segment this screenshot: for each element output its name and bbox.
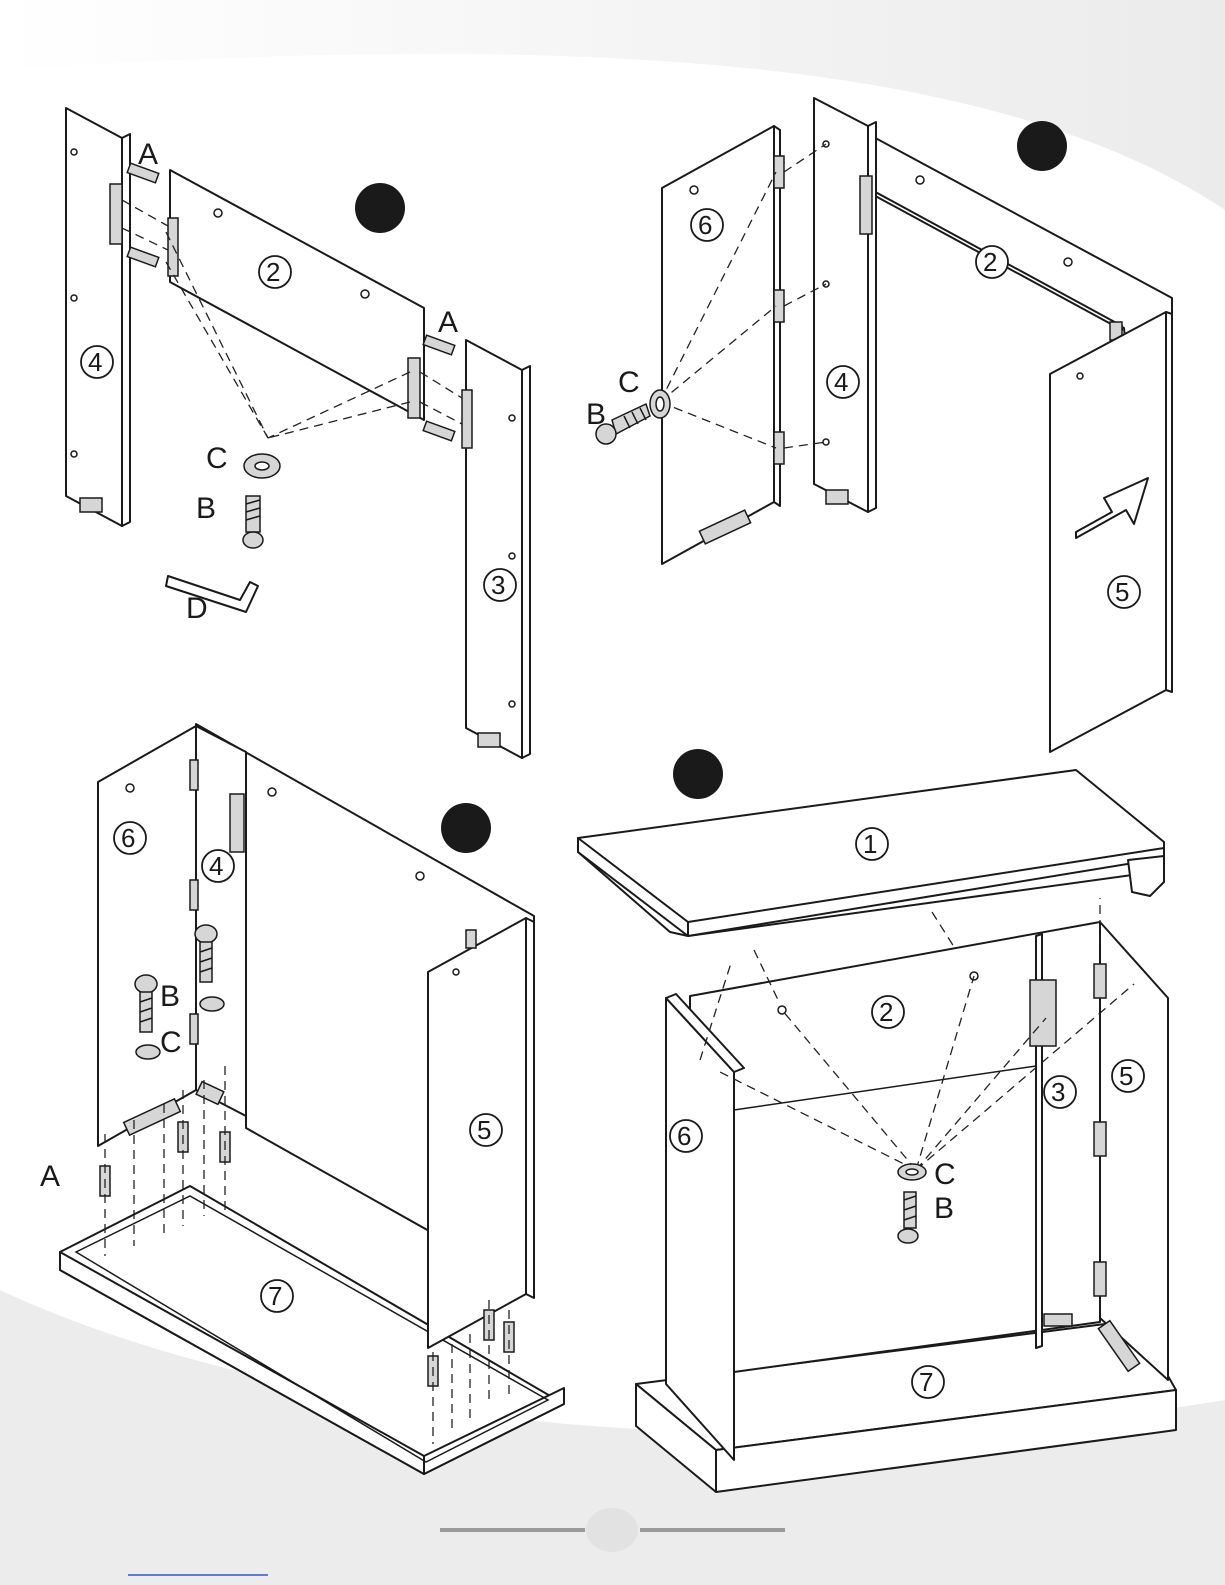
label-cam-bolt: A: [138, 138, 158, 171]
panel-5: [1100, 922, 1168, 1380]
panel-4-number: 4: [88, 347, 102, 377]
label-screw: B: [586, 398, 606, 431]
label-washer: C: [934, 1158, 956, 1191]
step-2: C B 6 4 2 5: [586, 98, 1172, 752]
washer-c: [200, 997, 224, 1011]
panel-4: [196, 726, 246, 1116]
panel-2-number: 2: [983, 247, 997, 277]
step-1-marker: [355, 183, 405, 233]
panel-2-number: 2: [266, 257, 280, 287]
step-2-marker: [1017, 121, 1067, 171]
label-allen-key: D: [186, 592, 208, 625]
label-washer: C: [206, 442, 228, 475]
label-washer: C: [618, 366, 640, 399]
panel-6-number: 6: [677, 1121, 691, 1151]
step-4-marker: [673, 749, 723, 799]
panel-6-number: 6: [121, 823, 135, 853]
label-cam-bolt: A: [438, 306, 458, 339]
screw-b: [243, 496, 263, 548]
step-4: C B 1 2 3 5 6 7: [578, 749, 1176, 1492]
panel-2-number: 2: [879, 997, 893, 1027]
panel-4-number: 4: [834, 367, 848, 397]
panel-6: [662, 126, 774, 564]
step-3-marker: [441, 803, 491, 853]
panel-3: [466, 340, 522, 758]
panel-4: [814, 98, 868, 512]
panel-3-number: 3: [1051, 1077, 1065, 1107]
step-1: A A C B D 2 4 3: [66, 108, 530, 758]
label-screw: B: [160, 980, 180, 1013]
panel-1-number: 1: [863, 829, 877, 859]
label-screw: B: [196, 492, 216, 525]
panel-5-number: 5: [477, 1115, 491, 1145]
panel-3-number: 3: [491, 570, 505, 600]
panel-6: [98, 726, 196, 1146]
label-screw: B: [934, 1192, 954, 1225]
panel-7-number: 7: [268, 1281, 282, 1311]
panel-5-number: 5: [1119, 1061, 1133, 1091]
allen-key-d: [166, 576, 258, 612]
panel-5: [1050, 312, 1166, 752]
panel-6-number: 6: [698, 210, 712, 240]
step-3: B C A 6 4 5 7: [40, 724, 564, 1474]
label-washer: C: [160, 1026, 182, 1059]
panel-5-number: 5: [1115, 577, 1129, 607]
panel-4: [66, 108, 122, 526]
panel-4-number: 4: [209, 851, 223, 881]
panel-6: [666, 998, 734, 1460]
panel-7-number: 7: [919, 1367, 933, 1397]
washer-c: [136, 1045, 160, 1059]
label-cam-bolt: A: [40, 1160, 60, 1193]
